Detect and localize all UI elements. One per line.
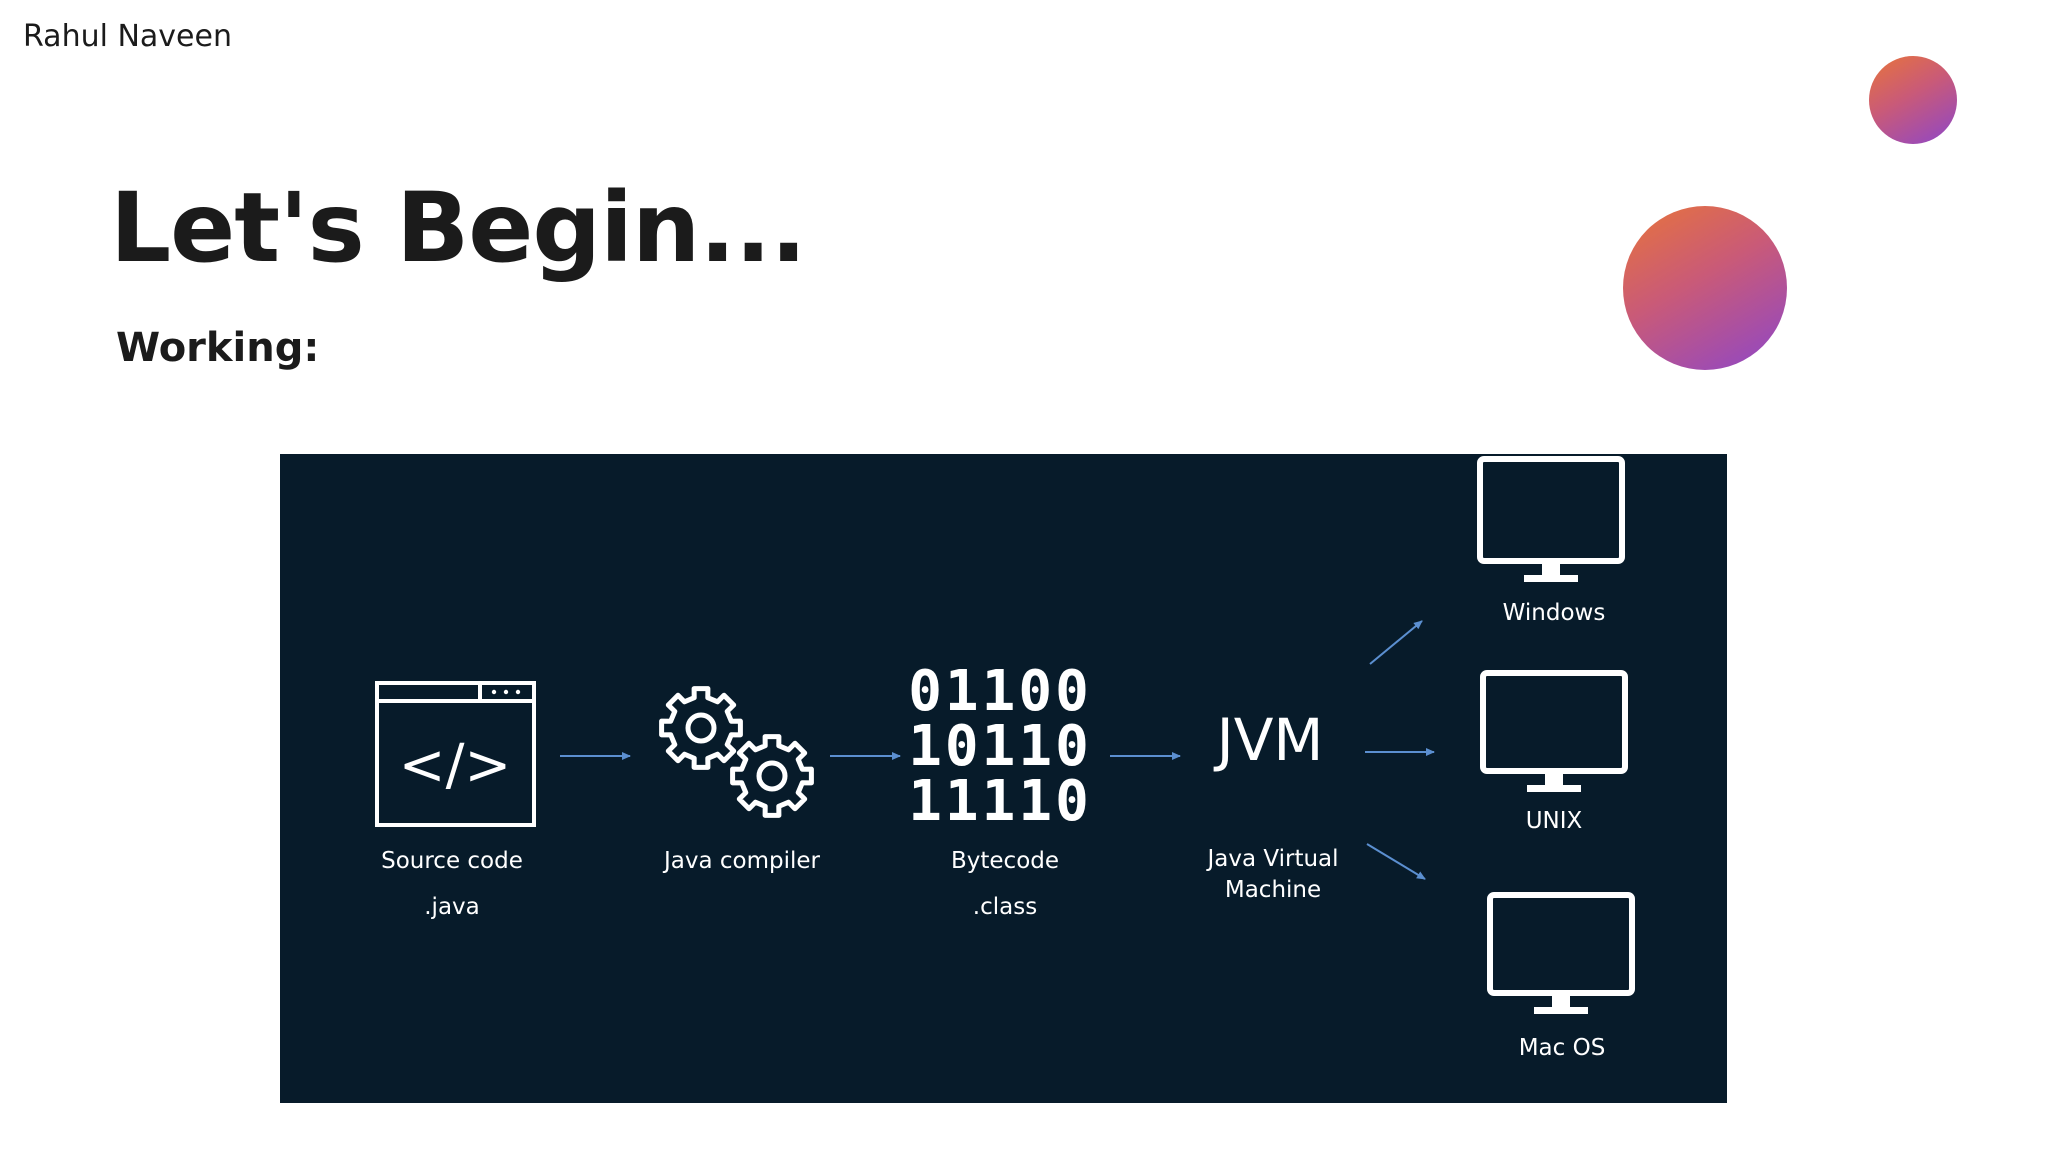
- bytecode-ext-label: .class: [972, 894, 1038, 920]
- bytecode-row-3: 11110: [908, 769, 1092, 834]
- jvm-title: JVM: [1216, 706, 1324, 774]
- bytecode-label: Bytecode: [950, 848, 1060, 874]
- monitor-icon: [1480, 670, 1628, 792]
- target-label-macos: Mac OS: [1518, 1035, 1606, 1061]
- bytecode-row-2: 10110: [908, 714, 1092, 779]
- jvm-label-line1: Java Virtual: [1207, 846, 1339, 872]
- slide-subtitle: Working:: [116, 325, 320, 371]
- java-workflow-diagram: </>: [280, 454, 1727, 1103]
- code-glyph: </>: [399, 733, 512, 798]
- decorative-circle-small: [1869, 56, 1957, 144]
- source-ext-label: .java: [424, 894, 480, 920]
- code-window-icon: </>: [375, 681, 536, 827]
- gear-hole: [756, 760, 788, 792]
- target-label-windows: Windows: [1502, 600, 1606, 626]
- gear-hole: [685, 712, 717, 744]
- target-label-unix: UNIX: [1525, 808, 1583, 834]
- gears-icon: [659, 686, 814, 818]
- diagram-graphics: </>: [375, 456, 1635, 1014]
- gear-icon: [730, 734, 814, 818]
- slide-title: Let's Begin...: [110, 172, 807, 284]
- decorative-circle-large: [1623, 206, 1787, 370]
- source-code-label: Source code: [381, 848, 523, 874]
- gear-icon: [659, 686, 743, 770]
- arrow-jvm-to-macos: [1366, 843, 1426, 880]
- monitor-icon: [1487, 892, 1635, 1014]
- monitor-icon: [1477, 456, 1625, 582]
- compiler-label: Java compiler: [663, 848, 821, 874]
- jvm-label-line2: Machine: [1224, 877, 1322, 903]
- bytecode-row-1: 01100: [908, 659, 1092, 724]
- arrow-jvm-to-windows: [1369, 620, 1423, 665]
- author-name: Rahul Naveen: [23, 19, 232, 54]
